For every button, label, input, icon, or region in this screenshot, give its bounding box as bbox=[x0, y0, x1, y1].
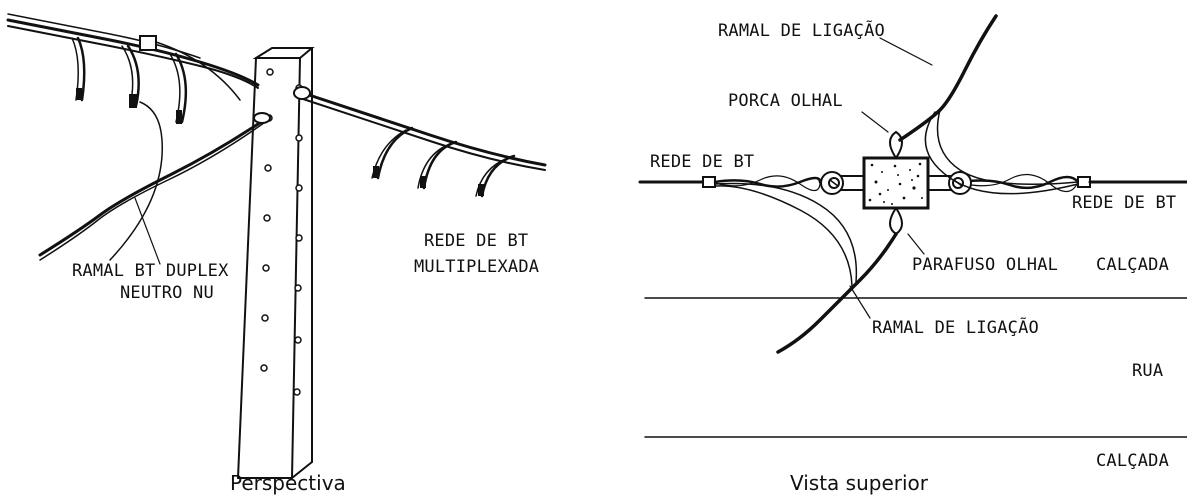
ramal-ligacao-bottom-label: RAMAL DE LIGAÇÃO bbox=[872, 316, 1039, 338]
calcada-bottom-label: CALÇADA bbox=[1096, 451, 1169, 471]
parafuso-olhal-ring bbox=[889, 206, 903, 236]
rede-bt-left-label: REDE DE BT bbox=[650, 152, 754, 172]
perspective-caption: Perspectiva bbox=[230, 471, 346, 495]
right-droppers bbox=[371, 126, 516, 198]
ramal-leader-line bbox=[134, 197, 161, 265]
rede-bt-label-2: MULTIPLEXADA bbox=[414, 257, 539, 277]
top-network-line bbox=[638, 173, 1187, 193]
pole-top-hardware bbox=[820, 130, 972, 236]
rua-label: RUA bbox=[1132, 361, 1163, 381]
service-drop-top bbox=[898, 14, 1079, 195]
perspective-view: RAMAL BT DUPLEX NEUTRO NU REDE DE BT MUL… bbox=[6, 13, 547, 495]
concrete-pole bbox=[237, 47, 315, 479]
top-view: RAMAL DE LIGAÇÃO PORCA OLHAL REDE DE BT … bbox=[638, 14, 1187, 495]
service-drop-bottom bbox=[714, 182, 898, 354]
porca-leader bbox=[861, 111, 889, 133]
parafuso-olhal-label: PARAFUSO OLHAL bbox=[912, 255, 1058, 275]
left-anchor-clamp bbox=[139, 35, 241, 101]
service-drop-duplex bbox=[38, 101, 272, 261]
left-droppers bbox=[71, 36, 188, 124]
calcada-top-label: CALÇADA bbox=[1096, 255, 1169, 275]
parafuso-leader bbox=[907, 233, 925, 255]
rede-bt-right-label: REDE DE BT bbox=[1072, 193, 1176, 213]
ramal-top-leader bbox=[879, 37, 933, 66]
ramal-ligacao-top-label: RAMAL DE LIGAÇÃO bbox=[718, 19, 885, 41]
rede-bt-label-1: REDE DE BT bbox=[424, 231, 528, 251]
ramal-bottom-leader bbox=[849, 285, 871, 319]
porca-olhal-ring bbox=[889, 130, 903, 160]
porca-olhal-label: PORCA OLHAL bbox=[728, 91, 843, 111]
ramal-duplex-label-1: RAMAL BT DUPLEX bbox=[72, 261, 229, 281]
top-view-caption: Vista superior bbox=[790, 471, 929, 495]
ramal-duplex-label-2: NEUTRO NU bbox=[120, 283, 214, 303]
